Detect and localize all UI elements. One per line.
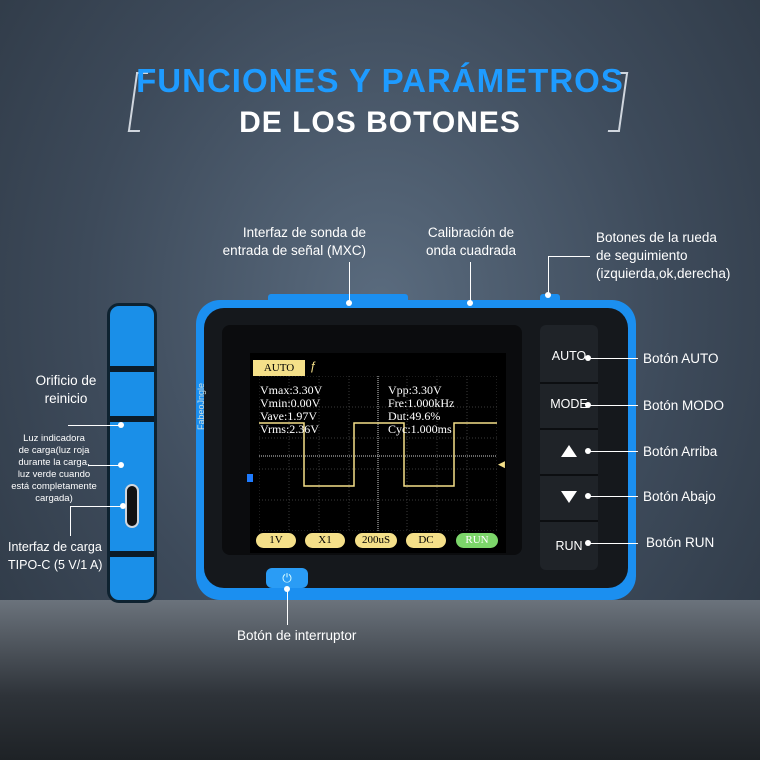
callout-reset: Orificio de reinicio xyxy=(35,373,97,406)
arrow-up-icon xyxy=(561,445,577,457)
side-view-device xyxy=(107,303,157,603)
mode-tag: AUTO xyxy=(253,360,305,376)
floor-backdrop xyxy=(0,600,760,760)
callout-probe: Interfaz de sonda de entrada de señal (M… xyxy=(222,225,366,258)
chip-run-status: RUN xyxy=(456,533,498,548)
arrow-down-icon xyxy=(561,491,577,503)
callout-line xyxy=(548,256,549,294)
reading-vmax: Vmax:3.30V xyxy=(260,383,323,397)
callout-line xyxy=(68,425,120,426)
callout-line xyxy=(349,262,350,304)
button-separator xyxy=(540,520,598,522)
callout-line xyxy=(588,543,638,544)
chip-probe: X1 xyxy=(305,533,345,548)
callout-calibration: Calibración de onda cuadrada xyxy=(425,225,517,258)
callout-line xyxy=(287,589,288,625)
title-line-1: FUNCIONES Y PARÁMETROS xyxy=(136,62,624,99)
callout-line xyxy=(588,451,638,452)
callout-line xyxy=(588,496,638,497)
callout-line xyxy=(588,405,638,406)
callout-dot xyxy=(118,462,124,468)
callout-dot xyxy=(467,300,473,306)
channel-marker xyxy=(247,474,253,482)
side-grip-band xyxy=(110,366,154,372)
power-icon: ⏻ xyxy=(282,571,292,585)
up-button[interactable] xyxy=(540,445,598,457)
callout-wheel: Botones de la rueda de seguimiento (izqu… xyxy=(596,230,731,281)
callout-btn-down: Botón Abajo xyxy=(643,489,716,504)
callout-btn-run: Botón RUN xyxy=(646,535,715,550)
usb-c-port[interactable] xyxy=(125,484,139,528)
button-separator xyxy=(540,474,598,476)
auto-button[interactable]: AUTO xyxy=(551,349,587,363)
square-wave-trace xyxy=(259,422,497,487)
down-button[interactable] xyxy=(540,491,598,503)
callout-line xyxy=(70,506,71,536)
run-button[interactable]: RUN xyxy=(555,539,583,553)
reading-dut: Dut:49.6% xyxy=(388,409,441,423)
trigger-icon: ƒ xyxy=(310,359,317,373)
callout-line xyxy=(70,506,122,507)
callout-line xyxy=(548,256,590,257)
power-button[interactable]: ⏻ xyxy=(266,568,308,588)
mode-button[interactable]: MODE xyxy=(550,397,588,411)
button-separator xyxy=(540,382,598,384)
callout-line xyxy=(470,262,471,304)
callout-line xyxy=(88,465,120,466)
reading-vave: Vave:1.97V xyxy=(260,409,317,423)
reading-fre: Fre:1.000kHz xyxy=(388,396,455,410)
wheel-button[interactable] xyxy=(540,294,560,302)
side-grip-band xyxy=(110,551,154,557)
callout-dot xyxy=(118,422,124,428)
callout-dot xyxy=(120,503,126,509)
callout-dot xyxy=(346,300,352,306)
reading-cyc: Cyc:1.000ms xyxy=(388,422,452,436)
callout-power: Botón de interruptor xyxy=(237,628,357,643)
callout-dot xyxy=(545,292,551,298)
brand-logo: FabeoJngle xyxy=(196,382,206,430)
callout-charge-port: Interfaz de carga TIPO-C (5 V/1 A) xyxy=(8,540,103,572)
callout-line xyxy=(588,358,638,359)
side-grip-band xyxy=(110,416,154,422)
chip-coupling: DC xyxy=(406,533,446,548)
top-probe-edge xyxy=(268,294,408,302)
reading-vrms: Vrms:2.36V xyxy=(260,422,319,436)
title-line-2: DE LOS BOTONES xyxy=(239,106,521,139)
reading-vpp: Vpp:3.30V xyxy=(388,383,442,397)
trigger-level-marker: ◀ xyxy=(498,459,505,469)
chip-timebase: 200uS xyxy=(355,533,397,548)
waveform-grid xyxy=(259,376,497,531)
button-separator xyxy=(540,428,598,430)
reading-vmin: Vmin:0.00V xyxy=(260,396,321,410)
callout-btn-auto: Botón AUTO xyxy=(643,351,719,366)
callout-btn-mode: Botón MODO xyxy=(643,398,725,413)
callout-charge-led: Luz indicadora de carga(luz roja durante… xyxy=(11,433,97,504)
callout-btn-up: Botón Arriba xyxy=(643,444,718,459)
chip-volts: 1V xyxy=(256,533,296,548)
